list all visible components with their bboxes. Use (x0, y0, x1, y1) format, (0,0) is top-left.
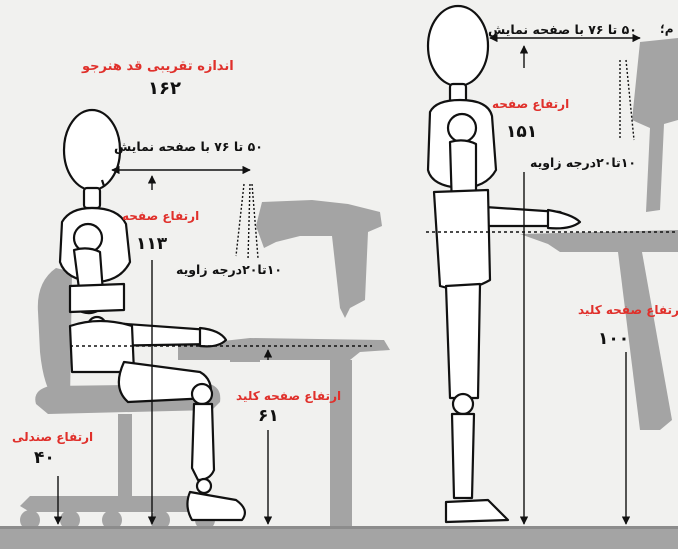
chair-height-value: ۴۰ (34, 450, 55, 467)
student-height-value: ۱۶۲ (148, 80, 181, 98)
seated-keyboard-height-label: ارتفاع صفحه کلید (236, 390, 341, 402)
seated-screen-height-label: ارتفاع صفحه (122, 210, 199, 222)
seated-angle-label: ۱۰تا۲۰درجه زاویه (176, 264, 282, 277)
student-height-title: اندازه تقریبی قد هنرجو (82, 60, 234, 73)
standing-keyboard-height-value: ۱۰۰ (598, 331, 629, 348)
standing-distance-label: ۵۰ تا ۷۶ با صفحه نمایش (488, 24, 637, 37)
seated-distance-label: ۵۰ تا ۷۶ با صفحه نمایش (114, 141, 263, 154)
left-desk-and-monitor (178, 200, 390, 528)
measurement-lines (58, 38, 676, 524)
floor (0, 526, 678, 549)
standing-screen-height-label: ارتفاع صفحه (492, 98, 569, 110)
standing-keyboard-height-label: ارتفاع صفحه کلید (578, 304, 678, 316)
seated-screen-height-value: ۱۱۳ (136, 236, 167, 253)
standing-screen-height-value: ۱۵۱ (506, 124, 537, 141)
chair-height-label: ارتفاع صندلی (12, 431, 93, 443)
seated-keyboard-height-value: ۶۱ (258, 408, 279, 425)
corner-mark: م؛ (660, 23, 674, 35)
standing-mannequin (428, 6, 580, 522)
standing-angle-label: ۱۰تا۲۰درجه زاویه (530, 157, 636, 170)
